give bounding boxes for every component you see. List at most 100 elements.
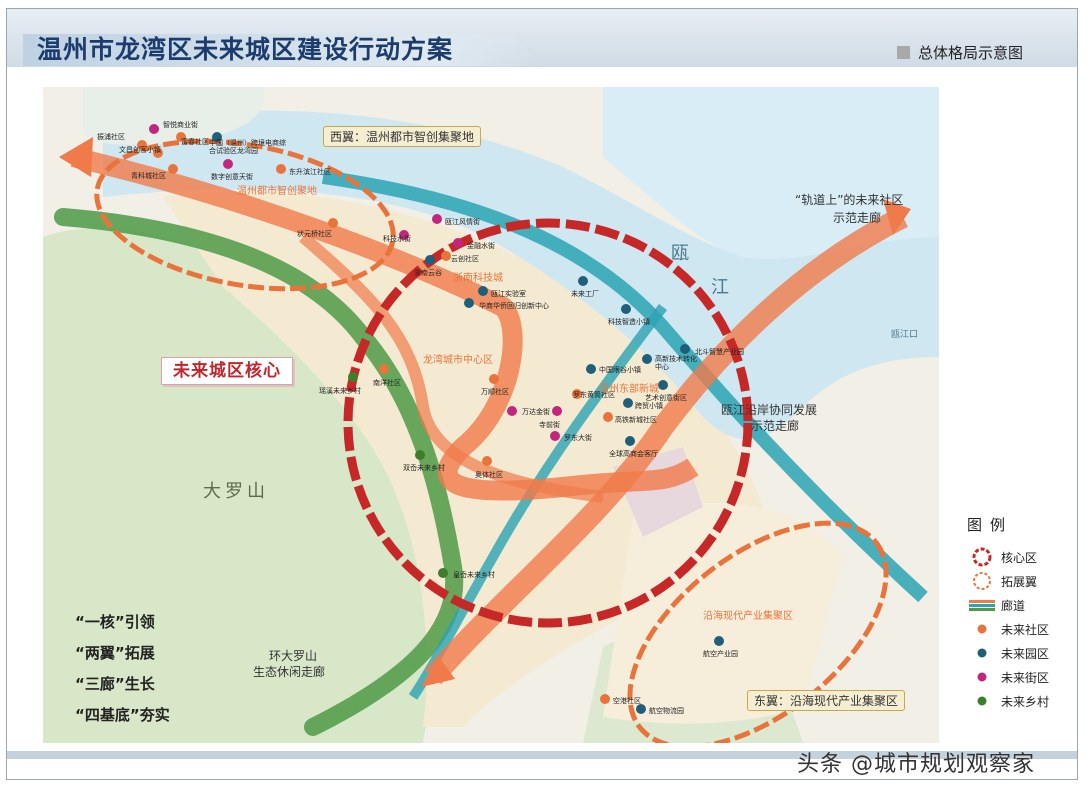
poi-label: 科技智造小镇: [608, 318, 650, 326]
poi-dot: [478, 286, 488, 296]
poi-dot: [578, 276, 588, 286]
poi-dot: [625, 436, 635, 446]
strategy-item: “四基底”夯实: [75, 706, 170, 724]
poi-label: 中国（温州）跨境电商综合试验区龙湾园: [209, 139, 286, 155]
poi-label: 万顺社区: [481, 388, 509, 396]
poi-dot: [464, 298, 474, 308]
poi-label: 富春社区: [181, 138, 209, 146]
subtitle-text: 总体格局示意图: [918, 44, 1024, 62]
strategy-item: “一核”引领: [75, 613, 155, 631]
poi-label: 振浦社区: [97, 133, 125, 141]
poi-label: 中国眼谷小镇: [599, 366, 641, 374]
rail-corridor-label-2: 示范走廊: [833, 211, 882, 225]
poi-dot: [552, 406, 562, 416]
strategy-list: “一核”引领 “两翼”拓展 “三廊”生长 “四基底”夯实: [75, 607, 170, 731]
luoshan-corridor-label-2: 生态休闲走廊: [253, 665, 326, 679]
legend-title: 图例: [967, 516, 1014, 534]
poi-label: 皇岙未来乡村: [453, 571, 495, 579]
poi-label: 高新技术转化中心: [655, 355, 697, 371]
river-island: [83, 87, 265, 145]
poi-dot: [212, 132, 222, 142]
poi-dot: [153, 148, 163, 158]
legend-item-core: 核心区: [963, 545, 1073, 569]
planning-map: 智悦商业街 振浦社区 富春社区 文昌创客小镇 中国（温州）跨境电商综合试验区龙湾…: [43, 87, 939, 743]
poi-dot: [680, 344, 690, 354]
poi-label: 航空产业园: [703, 650, 738, 658]
poi-dot: [432, 214, 442, 224]
east-wing-ring: [627, 520, 889, 743]
park-dot-icon: [963, 643, 1001, 663]
luoshan-corridor-label-1: 环大罗山: [269, 649, 318, 663]
legend-label: 拓展翼: [1001, 574, 1038, 589]
poi-dot: [348, 372, 358, 382]
poi-label: 双岙未来乡村: [403, 464, 445, 472]
legend-label: 核心区: [1001, 550, 1038, 565]
poi-label: 华商华侨回归创新中心: [479, 302, 549, 310]
poi-dot: [642, 354, 652, 364]
poi-label: 瓯江实验室: [491, 290, 526, 298]
street-dot-icon: [963, 667, 1001, 687]
poi-dot: [149, 124, 159, 134]
core-ring-icon: [963, 547, 1001, 567]
poi-dot: [572, 389, 582, 399]
legend-item-wing: 拓展翼: [963, 569, 1073, 593]
poi-label: 东升滨江社区: [289, 168, 331, 176]
square-icon: [897, 46, 910, 59]
poi-dot: [482, 456, 492, 466]
legend-label: 未来社区: [1001, 622, 1050, 637]
arrow-east: [883, 199, 911, 235]
poi-label: 数字创意天街: [211, 173, 253, 181]
daluoshan-label: 大罗山: [203, 481, 269, 502]
legend-item-corridor: 廊道: [963, 593, 1073, 617]
legend-label: 未来街区: [1001, 670, 1050, 685]
poi-label: 云创社区: [451, 255, 479, 263]
core-ring: [343, 218, 753, 628]
poi-label: 航空物流园: [649, 707, 684, 715]
poi-label: 高铁新城社区: [615, 416, 657, 424]
poi-dot: [415, 450, 425, 460]
smart-city-label: 温州都市智创聚地: [237, 186, 317, 197]
poi-label: 南洋社区: [373, 379, 401, 387]
poi-dot: [399, 230, 409, 240]
poi-dot: [489, 374, 499, 384]
oujiang-corridor-label-1: 瓯江沿岸协同发展: [721, 403, 818, 417]
poi-label: 瓯江风情街: [445, 218, 480, 226]
poi-label: 青科城社区: [131, 172, 166, 180]
poi-dot: [621, 304, 631, 314]
poi-dot: [438, 568, 448, 578]
poi-dot: [603, 412, 613, 422]
wing-ring-icon: [963, 571, 1001, 591]
poi-label: 跨贸小镇: [635, 402, 663, 410]
legend-item-street: 未来街区: [963, 665, 1073, 689]
east-new-city-label: 温州东部新城: [599, 384, 659, 395]
legend-label: 未来园区: [1001, 646, 1050, 661]
poi-label: 空港社区: [613, 697, 641, 705]
river-upper: [603, 87, 939, 260]
poi-label: 文昌创客小镇: [119, 146, 161, 154]
west-wing-tag: 西翼：温州都市智创集聚地: [323, 126, 482, 147]
strategy-item: “两翼”拓展: [75, 644, 155, 662]
city-center-label: 龙湾城市中心区: [423, 355, 493, 366]
poi-label: 全球高商会客厅: [609, 450, 658, 458]
poi-dot: [453, 238, 463, 248]
poi-dots: [137, 124, 724, 714]
poi-dot: [507, 406, 517, 416]
rail-corridor-label-1: “轨道上”的未来社区: [795, 193, 904, 207]
strategy-item: “三廊”生长: [75, 675, 155, 693]
poi-dot: [223, 159, 233, 169]
jiang-label: 江: [711, 277, 729, 298]
corridor-icon: [963, 595, 1001, 615]
arrow-south: [421, 657, 455, 687]
title-tab: [23, 34, 543, 66]
poi-dot: [586, 364, 596, 374]
legend-item-community: 未来社区: [963, 617, 1073, 641]
core-area-label: 未来城区核心: [161, 357, 293, 385]
poi-dot: [714, 636, 724, 646]
rail-corridor: [424, 207, 908, 685]
poi-label: 科技水街: [383, 235, 411, 243]
map-legend: 图例 核心区 拓展翼 廊道 未来社区 未来园区: [963, 514, 1073, 713]
legend-label: 未来乡村: [1001, 694, 1050, 709]
west-wing-ring: [94, 138, 396, 292]
poster-frame: 温州市龙湾区未来城区建设行动方案 总体格局示意图: [6, 8, 1078, 780]
luoshan-corridor: [54, 208, 464, 736]
